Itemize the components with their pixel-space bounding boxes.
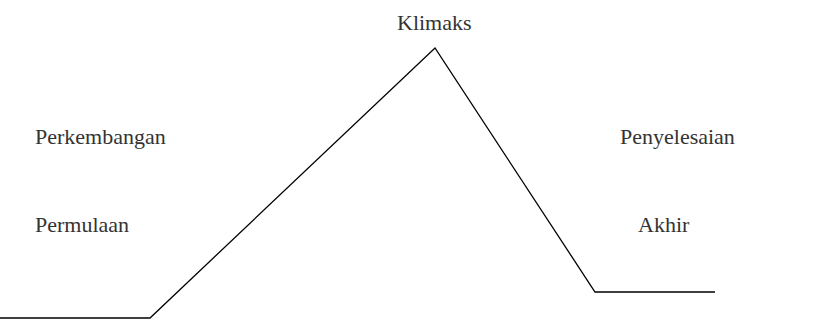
rising-label: Perkembangan xyxy=(35,124,166,150)
start-label: Permulaan xyxy=(35,212,129,238)
end-label: Akhir xyxy=(638,212,689,238)
falling-label: Penyelesaian xyxy=(620,124,735,150)
climax-label: Klimaks xyxy=(397,10,472,36)
plot-curve xyxy=(0,48,715,318)
